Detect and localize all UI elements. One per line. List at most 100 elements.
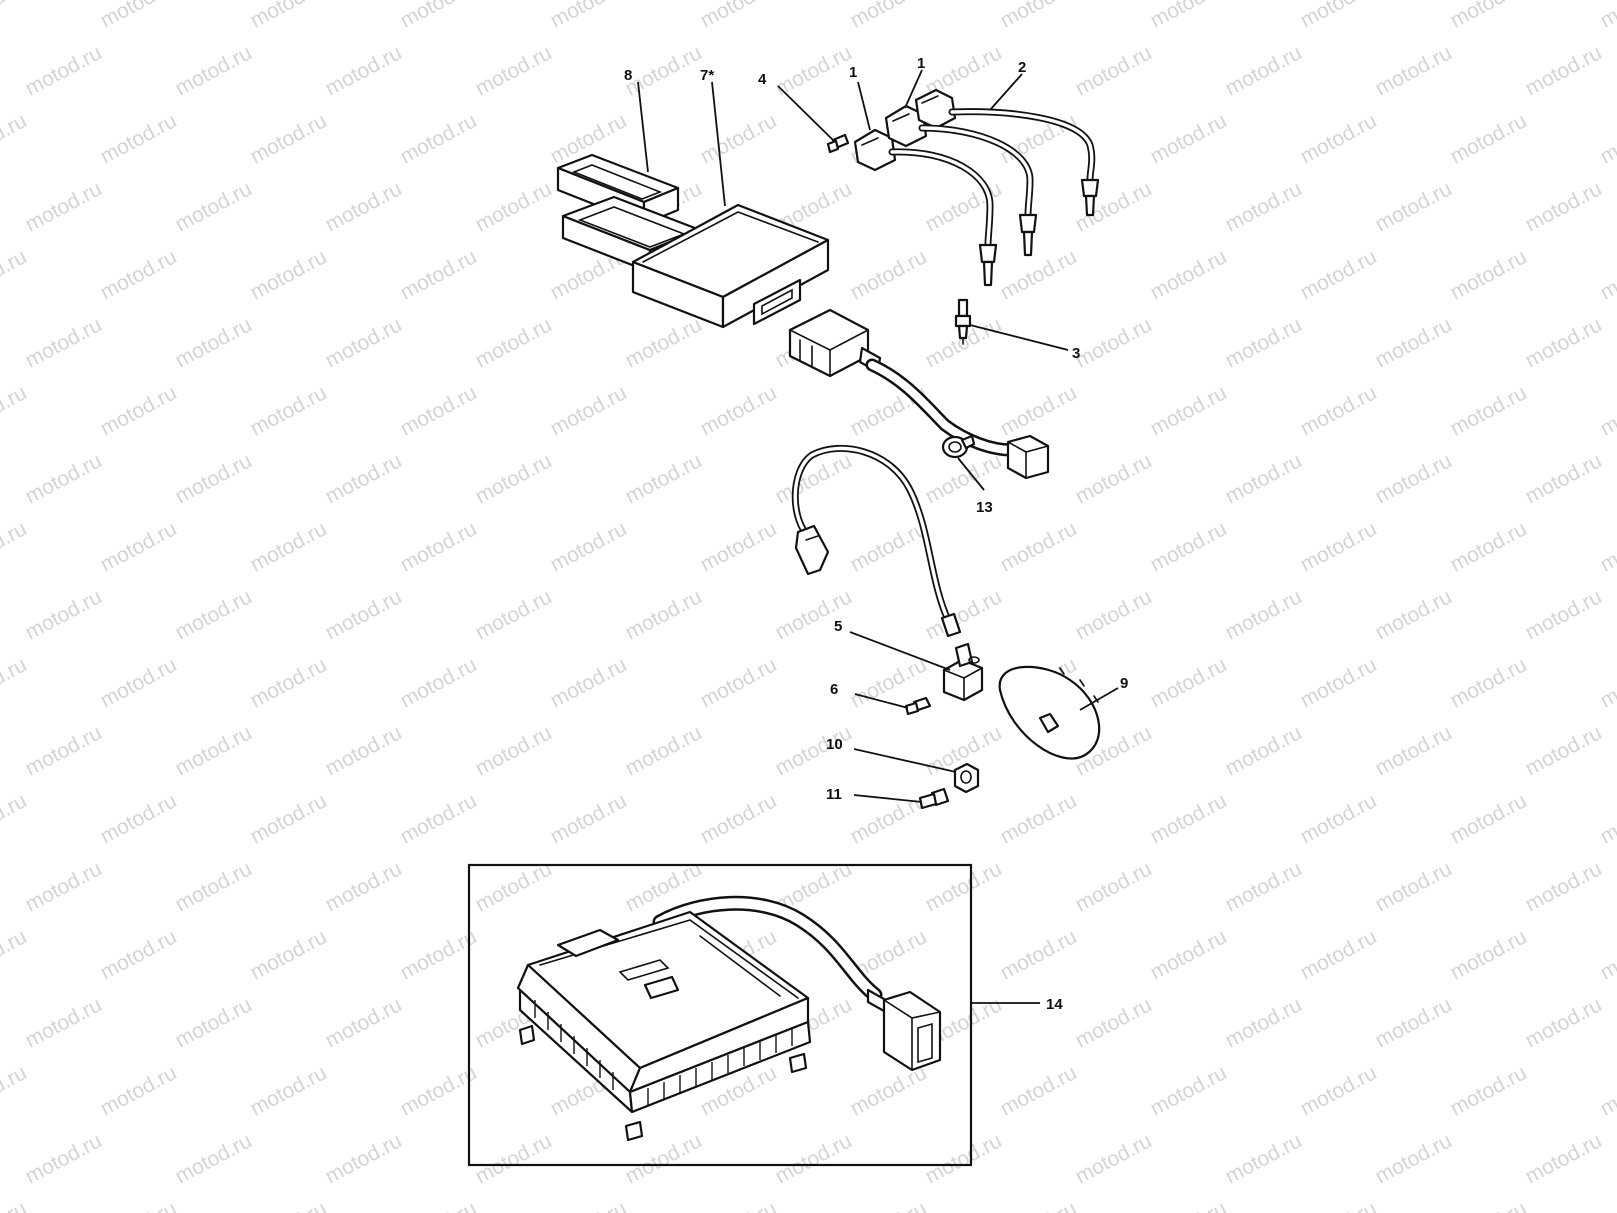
watermark-text: motod.ru: [847, 1197, 931, 1213]
watermark-text: motod.ru: [1297, 0, 1381, 32]
watermark-text: motod.ru: [247, 1197, 331, 1213]
part-7-ecu-module: [631, 203, 830, 329]
part-2-ignition-leads: [888, 108, 1100, 287]
watermark-text: motod.ru: [547, 789, 631, 848]
watermark-text: motod.ru: [1297, 109, 1381, 168]
watermark-text: motod.ru: [847, 245, 931, 304]
ecu-harness: [788, 308, 1050, 480]
watermark-text: motod.ru: [1372, 1129, 1456, 1188]
watermark-text: motod.ru: [0, 1197, 31, 1213]
watermark-text: motod.ru: [1522, 721, 1606, 780]
watermark-text: motod.ru: [997, 381, 1081, 440]
part-6-screw: [904, 696, 932, 716]
watermark-text: motod.ru: [1597, 0, 1617, 32]
watermark-text: motod.ru: [1297, 653, 1381, 712]
watermark-text: motod.ru: [172, 177, 256, 236]
watermark-text: motod.ru: [1522, 313, 1606, 372]
watermark-text: motod.ru: [22, 721, 106, 780]
watermark-text: motod.ru: [172, 993, 256, 1052]
watermark-text: motod.ru: [1447, 1197, 1531, 1213]
watermark-text: motod.ru: [1372, 449, 1456, 508]
watermark-text: motod.ru: [1147, 381, 1231, 440]
watermark-text: motod.ru: [997, 0, 1081, 32]
watermark-text: motod.ru: [1597, 653, 1617, 712]
watermark-text: motod.ru: [472, 721, 556, 780]
watermark-text: motod.ru: [22, 585, 106, 644]
watermark-text: motod.ru: [97, 1061, 181, 1120]
inset-box-part-14: [467, 863, 973, 1167]
watermark-text: motod.ru: [1372, 177, 1456, 236]
watermark-text: motod.ru: [1297, 245, 1381, 304]
watermark-text: motod.ru: [1072, 993, 1156, 1052]
callout-3: 3: [1072, 345, 1080, 362]
watermark-text: motod.ru: [697, 0, 781, 32]
watermark-text: motod.ru: [847, 1061, 931, 1120]
watermark-text: motod.ru: [697, 381, 781, 440]
watermark-text: motod.ru: [1597, 1061, 1617, 1120]
watermark-text: motod.ru: [22, 1129, 106, 1188]
watermark-text: motod.ru: [1072, 857, 1156, 916]
watermark-text: motod.ru: [472, 1129, 556, 1188]
watermark-text: motod.ru: [472, 449, 556, 508]
watermark-text: motod.ru: [922, 1129, 1006, 1188]
watermark-text: motod.ru: [1597, 245, 1617, 304]
callout-6: 6: [830, 681, 838, 698]
watermark-text: motod.ru: [97, 925, 181, 984]
watermark-text: motod.ru: [1297, 789, 1381, 848]
watermark-text: motod.ru: [1222, 721, 1306, 780]
watermark-text: motod.ru: [97, 245, 181, 304]
watermark-text: motod.ru: [1222, 585, 1306, 644]
watermark-text: motod.ru: [22, 41, 106, 100]
watermark-text: motod.ru: [472, 313, 556, 372]
watermark-text: motod.ru: [472, 177, 556, 236]
watermark-text: motod.ru: [0, 517, 31, 576]
watermark-text: motod.ru: [697, 789, 781, 848]
part-3-spark-plug: [954, 298, 972, 345]
watermark-text: motod.ru: [1372, 993, 1456, 1052]
watermark-text: motod.ru: [0, 1061, 31, 1120]
watermark-text: motod.ru: [622, 313, 706, 372]
watermark-text: motod.ru: [1147, 109, 1231, 168]
watermark-text: motod.ru: [97, 653, 181, 712]
watermark-text: motod.ru: [22, 177, 106, 236]
watermark-text: motod.ru: [247, 109, 331, 168]
watermark-text: motod.ru: [922, 585, 1006, 644]
watermark-text: motod.ru: [1597, 381, 1617, 440]
watermark-text: motod.ru: [697, 517, 781, 576]
watermark-text: motod.ru: [1447, 789, 1531, 848]
watermark-text: motod.ru: [322, 41, 406, 100]
watermark-text: motod.ru: [22, 449, 106, 508]
watermark-text: motod.ru: [397, 653, 481, 712]
watermark-text: motod.ru: [1147, 653, 1231, 712]
part-11-bolt: [918, 787, 950, 810]
watermark-text: motod.ru: [397, 109, 481, 168]
watermark-text: motod.ru: [172, 313, 256, 372]
watermark-text: motod.ru: [1297, 925, 1381, 984]
watermark-text: motod.ru: [397, 789, 481, 848]
watermark-text: motod.ru: [1072, 449, 1156, 508]
watermark-text: motod.ru: [472, 585, 556, 644]
watermark-text: motod.ru: [1147, 245, 1231, 304]
watermark-text: motod.ru: [97, 517, 181, 576]
part-13-clip: [941, 434, 976, 459]
watermark-text: motod.ru: [1297, 517, 1381, 576]
watermark-text: motod.ru: [697, 1197, 781, 1213]
watermark-text: motod.ru: [997, 789, 1081, 848]
watermark-text: motod.ru: [547, 381, 631, 440]
sensor-harness: [791, 445, 962, 638]
watermark-text: motod.ru: [247, 1061, 331, 1120]
watermark-text: motod.ru: [247, 517, 331, 576]
part-10-nut: [953, 762, 980, 794]
watermark-text: motod.ru: [322, 313, 406, 372]
watermark-text: motod.ru: [1522, 585, 1606, 644]
watermark-text: motod.ru: [622, 585, 706, 644]
callout-5: 5: [834, 618, 842, 635]
watermark-text: motod.ru: [0, 0, 31, 32]
watermark-text: motod.ru: [1072, 1129, 1156, 1188]
watermark-text: motod.ru: [997, 925, 1081, 984]
watermark-text: motod.ru: [172, 721, 256, 780]
watermark-text: motod.ru: [1147, 789, 1231, 848]
watermark-text: motod.ru: [0, 653, 31, 712]
watermark-text: motod.ru: [1597, 109, 1617, 168]
watermark-text: motod.ru: [1297, 1061, 1381, 1120]
